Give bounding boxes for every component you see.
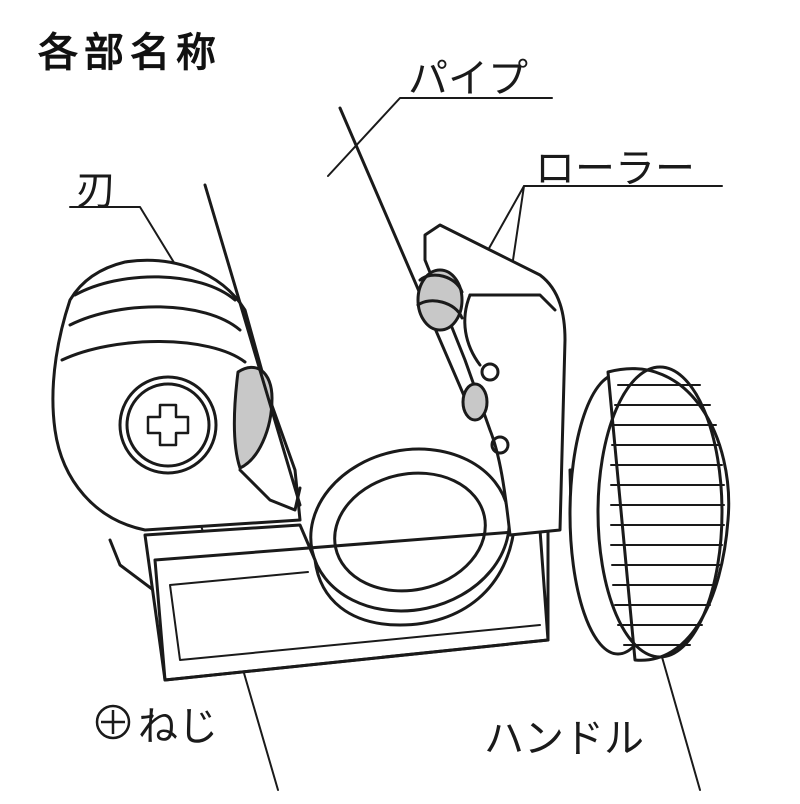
knurling: [610, 384, 725, 646]
pipe: [203, 106, 511, 613]
page-title: 各部名称: [38, 30, 222, 76]
handle-knob: [568, 365, 731, 662]
plus-screw-icon: [95, 704, 131, 740]
label-blade: 刃: [76, 168, 116, 214]
leader-handle: [659, 649, 701, 791]
leader-pipe: [327, 97, 553, 177]
label-pipe: パイプ: [408, 56, 528, 102]
screw: [118, 375, 218, 475]
rollers: [416, 268, 489, 422]
label-handle: ハンドル: [484, 716, 644, 762]
label-screw: ねじ: [138, 704, 218, 750]
label-roller: ローラー: [535, 146, 695, 192]
